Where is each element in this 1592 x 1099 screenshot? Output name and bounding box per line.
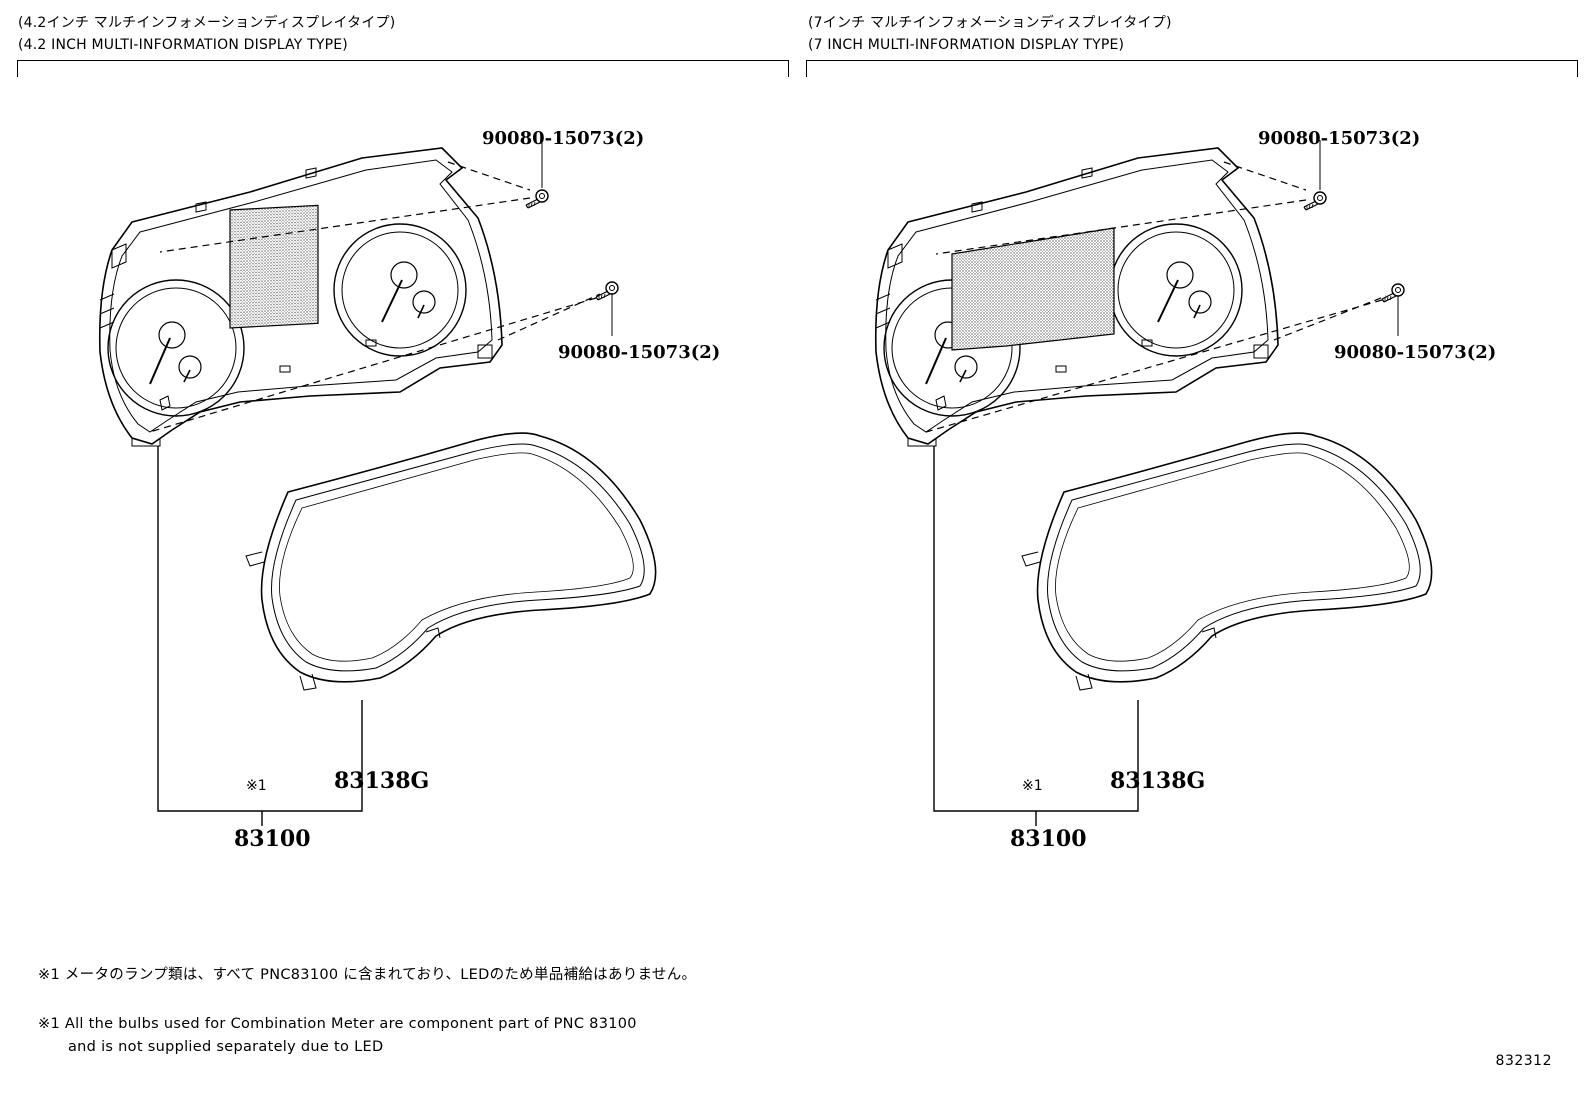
left-title-en: (4.2 INCH MULTI-INFORMATION DISPLAY TYPE… <box>18 37 348 53</box>
left-part-assembly-label: 83100 <box>234 826 311 852</box>
right-bolt-lower <box>1381 283 1405 303</box>
right-part-bracket <box>933 446 1139 812</box>
left-part-glass-label: 83138G <box>334 768 429 794</box>
left-title-jp: (4.2インチ マルチインフォメーションディスプレイタイプ) <box>18 15 396 31</box>
diagram-code: 832312 <box>1495 1053 1552 1069</box>
left-bolt-lower-label: 90080-15073(2) <box>558 342 720 363</box>
right-title-jp: (7インチ マルチインフォメーションディスプレイタイプ) <box>808 15 1172 31</box>
note-en-line2: and is not supplied separately due to LE… <box>68 1039 384 1055</box>
left-bolt-upper-label: 90080-15073(2) <box>482 128 644 149</box>
left-part-bracket <box>157 446 363 812</box>
left-meter-assembly <box>98 147 503 447</box>
right-bolt-lower-label: 90080-15073(2) <box>1334 342 1496 363</box>
right-meter-assembly <box>874 147 1279 447</box>
left-ref-mark: ※1 <box>246 778 267 794</box>
left-dashed-leaders <box>149 161 601 433</box>
note-en-line1: ※1 All the bulbs used for Combination Me… <box>38 1016 637 1032</box>
left-bracket <box>17 60 789 77</box>
left-bolt-lower <box>595 281 619 301</box>
right-dashed-leaders <box>925 161 1387 433</box>
right-title-en: (7 INCH MULTI-INFORMATION DISPLAY TYPE) <box>808 37 1125 53</box>
left-meter-glass <box>245 432 657 691</box>
right-part-assembly-label: 83100 <box>1010 826 1087 852</box>
right-bracket <box>806 60 1578 77</box>
right-ref-mark: ※1 <box>1022 778 1043 794</box>
note-jp: ※1 メータのランプ類は、すべて PNC83100 に含まれており、LEDのため… <box>38 967 697 983</box>
left-bolt-upper <box>525 189 549 209</box>
right-meter-glass <box>1021 432 1433 691</box>
right-part-glass-label: 83138G <box>1110 768 1205 794</box>
right-bolt-upper-label: 90080-15073(2) <box>1258 128 1420 149</box>
right-bolt-upper <box>1303 191 1327 211</box>
